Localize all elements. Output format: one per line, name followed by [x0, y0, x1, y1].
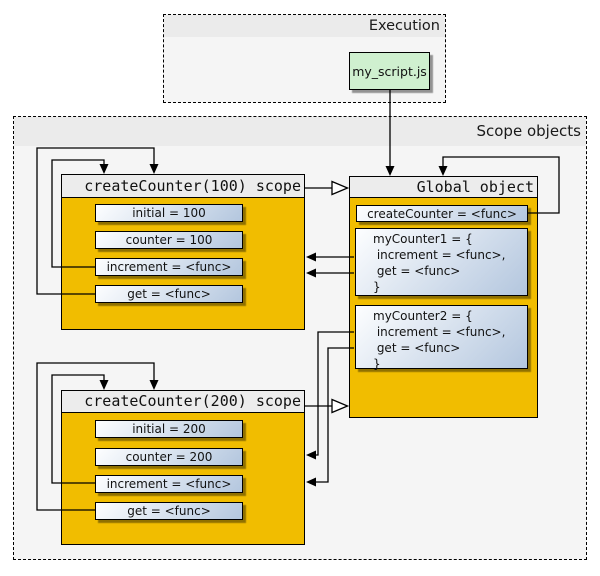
- global-object-body: createCounter = <func> myCounter1 = { in…: [349, 198, 538, 418]
- global-object-header: Global object: [349, 176, 538, 198]
- object-box-my-counter1: myCounter1 = { increment = <func>, get =…: [355, 228, 528, 296]
- variable-box-get: get = <func>: [95, 285, 243, 303]
- variable-box-increment: increment = <func>: [95, 475, 243, 493]
- script-node: my_script.js: [349, 52, 430, 90]
- variable-box-counter: counter = 200: [95, 448, 243, 466]
- variable-box-counter: counter = 100: [95, 231, 243, 249]
- variable-box-increment: increment = <func>: [95, 258, 243, 276]
- counter200-scope-header: createCounter(200) scope: [61, 390, 305, 413]
- execution-title: Execution: [164, 15, 445, 37]
- variable-box-create-counter: createCounter = <func>: [356, 205, 528, 222]
- variable-box-get: get = <func>: [95, 502, 243, 520]
- counter100-scope-body: initial = 100 counter = 100 increment = …: [61, 198, 305, 330]
- variable-box-initial: initial = 200: [95, 420, 243, 438]
- object-box-my-counter2: myCounter2 = { increment = <func>, get =…: [355, 305, 528, 371]
- counter200-scope-body: initial = 200 counter = 200 increment = …: [61, 413, 305, 545]
- counter100-scope-header: createCounter(100) scope: [61, 174, 305, 198]
- scope-objects-title: Scope objects: [14, 117, 586, 146]
- variable-box-initial: initial = 100: [95, 204, 243, 222]
